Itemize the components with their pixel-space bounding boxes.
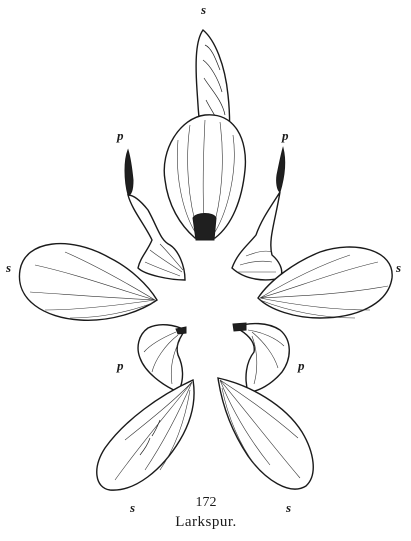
label-spur-sepal: s [200, 2, 206, 17]
label-bottom-right-sepal: s [285, 500, 291, 515]
bottom-left-sepal [97, 380, 194, 490]
label-right-sepal: s [395, 260, 401, 275]
bottom-right-sepal [218, 378, 313, 489]
figure-number: 172 [196, 495, 217, 510]
left-sepal [19, 244, 157, 321]
label-lower-left-petal: p [116, 358, 124, 373]
label-upper-left-petal: p [116, 128, 124, 143]
label-left-sepal: s [5, 260, 11, 275]
lower-left-petal [138, 325, 186, 392]
right-sepal [258, 247, 392, 318]
label-bottom-left-sepal: s [129, 500, 135, 515]
upper-sepal [164, 115, 245, 240]
label-lower-right-petal: p [297, 358, 305, 373]
lower-right-petal [233, 323, 289, 392]
figure-caption: Larkspur. [175, 514, 237, 530]
label-upper-right-petal: p [281, 128, 289, 143]
